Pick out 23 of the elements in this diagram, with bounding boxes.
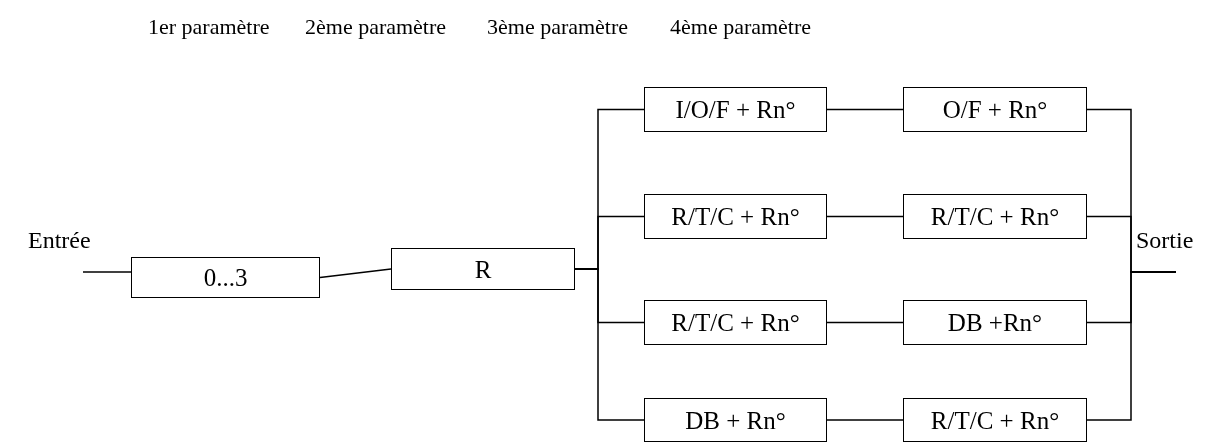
parameter-box: R <box>391 248 575 290</box>
connector-line <box>826 321 904 324</box>
parameter-box: R/T/C + Rn° <box>903 398 1087 442</box>
parameter-box: DB +Rn° <box>903 300 1087 345</box>
connector-line <box>319 268 392 279</box>
column-heading: 2ème paramètre <box>305 16 447 38</box>
parameter-box: O/F + Rn° <box>903 87 1087 132</box>
parameter-box: R/T/C + Rn° <box>644 194 827 239</box>
column-heading: 4ème paramètre <box>670 16 812 38</box>
parameter-box: R/T/C + Rn° <box>903 194 1087 239</box>
connector-line <box>1086 271 1177 421</box>
connector-line <box>82 271 132 273</box>
parameter-box: DB + Rn° <box>644 398 827 442</box>
connector-line <box>826 419 904 421</box>
terminal-label: Sortie <box>1136 228 1212 272</box>
column-heading: 3ème paramètre <box>487 16 629 38</box>
terminal-label: Entrée <box>28 228 118 272</box>
column-heading: 1er paramètre <box>148 16 270 38</box>
parameter-box: 0...3 <box>131 257 320 298</box>
parameter-box: I/O/F + Rn° <box>644 87 827 132</box>
connector-line <box>826 215 904 218</box>
connector-line <box>826 108 904 111</box>
parameter-box: R/T/C + Rn° <box>644 300 827 345</box>
